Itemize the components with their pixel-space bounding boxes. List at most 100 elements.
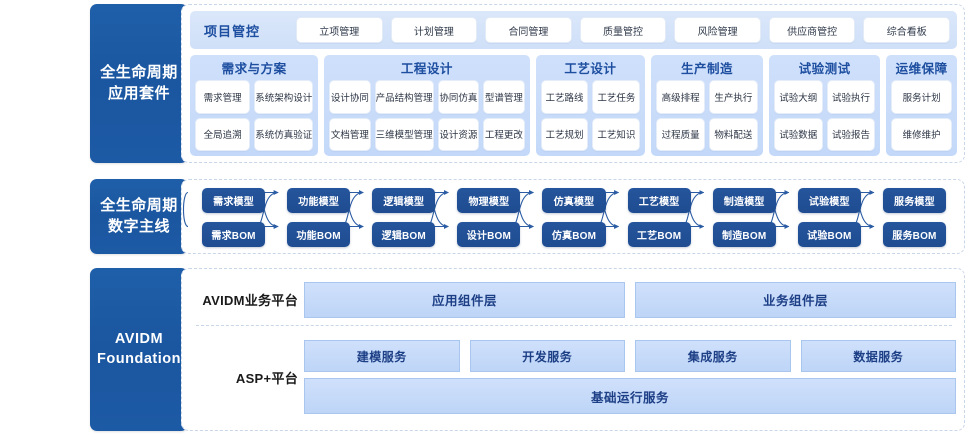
discipline-item[interactable]: 工艺任务 — [592, 80, 641, 114]
component-layer-box[interactable]: 应用组件层 — [304, 281, 625, 318]
thread-model-box[interactable]: 需求模型 — [202, 188, 266, 213]
discipline-item[interactable]: 试验执行 — [826, 80, 876, 114]
thread-bom-box[interactable]: 制造BOM — [712, 222, 776, 247]
discipline-item[interactable]: 服务计划 — [891, 80, 952, 114]
thread-bom-box[interactable]: 服务BOM — [882, 222, 946, 247]
asp-service-box[interactable]: 建模服务 — [304, 340, 460, 372]
asp-service-box[interactable]: 数据服务 — [800, 340, 956, 372]
asp-service-box[interactable]: 集成服务 — [635, 340, 791, 372]
discipline-item[interactable]: 工艺知识 — [592, 117, 641, 151]
digital-thread-column: 物理模型设计BOM — [446, 188, 531, 247]
discipline-item[interactable]: 工程更改 — [483, 117, 525, 151]
asp-service-box[interactable]: 开发服务 — [469, 340, 625, 372]
discipline-group: 运维保障服务计划维修维护 — [886, 55, 957, 156]
side-label-avidm-foundation: AVIDM Foundation — [90, 268, 188, 431]
thread-model-box[interactable]: 逻辑模型 — [372, 188, 436, 213]
project-control-chip[interactable]: 质量管控 — [579, 17, 667, 43]
discipline-group: 试验测试试验大纲试验执行试验数据试验报告 — [768, 55, 881, 156]
discipline-item[interactable]: 维修维护 — [891, 117, 952, 151]
side-label-digital-thread-line1: 全生命周期 — [100, 197, 178, 215]
side-label-foundation-line2: Foundation — [97, 350, 181, 367]
discipline-item[interactable]: 工艺路线 — [540, 80, 589, 114]
digital-thread-column: 仿真模型仿真BOM — [531, 188, 616, 247]
business-platform-layer-list: 应用组件层业务组件层 — [304, 281, 956, 318]
discipline-group-row: 工艺规划工艺知识 — [540, 117, 641, 151]
project-control-title: 项目管控 — [204, 23, 261, 39]
thread-model-box[interactable]: 仿真模型 — [542, 188, 606, 213]
discipline-group-row: 试验大纲试验执行 — [773, 80, 876, 114]
thread-bom-box[interactable]: 逻辑BOM — [372, 222, 436, 247]
discipline-group: 需求与方案需求管理系统架构设计全局追溯系统仿真验证 — [190, 55, 319, 156]
project-control-chip[interactable]: 风险管理 — [674, 17, 761, 43]
discipline-item[interactable]: 产品结构管理 — [374, 80, 434, 114]
discipline-group-row: 试验数据试验报告 — [773, 117, 876, 151]
discipline-item[interactable]: 系统架构设计 — [254, 80, 314, 114]
side-label-app-suite-line1: 全生命周期 — [100, 64, 178, 82]
thread-bom-box[interactable]: 设计BOM — [457, 222, 521, 247]
thread-model-box[interactable]: 制造模型 — [712, 188, 776, 213]
discipline-item[interactable]: 试验报告 — [826, 117, 876, 151]
thread-model-box[interactable]: 试验模型 — [797, 188, 861, 213]
discipline-group-items: 工艺路线工艺任务工艺规划工艺知识 — [540, 80, 641, 151]
component-layer-box[interactable]: 业务组件层 — [635, 281, 956, 318]
discipline-group-row: 全局追溯系统仿真验证 — [195, 117, 314, 151]
asp-service-list: 建模服务开发服务集成服务数据服务 — [304, 340, 956, 372]
thread-connector — [182, 191, 189, 228]
discipline-group-items: 试验大纲试验执行试验数据试验报告 — [773, 80, 876, 151]
digital-thread-column: 功能模型功能BOM — [276, 188, 361, 247]
discipline-item[interactable]: 试验大纲 — [773, 80, 823, 114]
discipline-item[interactable]: 系统仿真验证 — [254, 117, 314, 151]
digital-thread-column: 试验模型试验BOM — [787, 188, 872, 247]
discipline-item[interactable]: 设计协同 — [329, 80, 371, 114]
thread-model-box[interactable]: 功能模型 — [287, 188, 351, 213]
project-control-chip[interactable]: 合同管理 — [485, 17, 572, 43]
project-control-row: 项目管控 立项管理计划管理合同管理质量管控风险管理供应商管控综合看板 — [190, 11, 957, 49]
project-control-chip[interactable]: 立项管理 — [296, 17, 383, 43]
discipline-group-row: 文档管理三维模型管理设计资源工程更改 — [329, 117, 525, 151]
thread-bom-box[interactable]: 工艺BOM — [627, 222, 691, 247]
digital-thread-column: 逻辑模型逻辑BOM — [361, 188, 446, 247]
discipline-item[interactable]: 型谱管理 — [483, 80, 525, 114]
thread-model-box[interactable]: 服务模型 — [882, 188, 946, 213]
discipline-item[interactable]: 生产执行 — [709, 80, 758, 114]
discipline-group-row: 工艺路线工艺任务 — [540, 80, 641, 114]
side-label-foundation-line1: AVIDM — [114, 330, 164, 347]
discipline-item[interactable]: 全局追溯 — [195, 117, 251, 151]
discipline-item[interactable]: 协同仿真 — [437, 80, 480, 114]
band-application-suite: 项目管控 立项管理计划管理合同管理质量管控风险管理供应商管控综合看板 需求与方案… — [181, 4, 965, 163]
discipline-item[interactable]: 文档管理 — [329, 117, 371, 151]
discipline-group-row: 维修维护 — [891, 117, 952, 151]
thread-model-box[interactable]: 物理模型 — [457, 188, 521, 213]
discipline-item[interactable]: 需求管理 — [195, 80, 251, 114]
discipline-group-row: 服务计划 — [891, 80, 952, 114]
discipline-item[interactable]: 过程质量 — [656, 117, 706, 151]
thread-bom-box[interactable]: 功能BOM — [287, 222, 351, 247]
thread-model-box[interactable]: 工艺模型 — [627, 188, 691, 213]
discipline-group-title: 需求与方案 — [221, 62, 287, 76]
discipline-item[interactable]: 试验数据 — [773, 117, 823, 151]
project-control-chip[interactable]: 综合看板 — [863, 17, 951, 43]
discipline-item[interactable]: 物料配送 — [709, 117, 758, 151]
asp-platform-label: ASP+平台 — [235, 370, 298, 386]
discipline-item[interactable]: 高级排程 — [656, 80, 706, 114]
discipline-item[interactable]: 三维模型管理 — [374, 117, 434, 151]
asp-platform-row: ASP+平台 建模服务开发服务集成服务数据服务 基础运行服务 — [192, 331, 956, 423]
discipline-group-title: 工艺设计 — [564, 62, 617, 76]
discipline-group-items: 服务计划维修维护 — [891, 80, 952, 151]
project-control-chip[interactable]: 供应商管控 — [768, 17, 856, 43]
discipline-group-title: 运维保障 — [895, 62, 948, 76]
digital-thread-column: 需求模型需求BOM — [191, 188, 276, 247]
discipline-group: 生产制造高级排程生产执行过程质量物料配送 — [651, 55, 763, 156]
project-control-chip[interactable]: 计划管理 — [390, 17, 478, 43]
thread-bom-box[interactable]: 试验BOM — [797, 222, 861, 247]
thread-bom-box[interactable]: 仿真BOM — [542, 222, 606, 247]
thread-bom-box[interactable]: 需求BOM — [202, 222, 266, 247]
discipline-group: 工艺设计工艺路线工艺任务工艺规划工艺知识 — [535, 55, 646, 156]
discipline-group-items: 高级排程生产执行过程质量物料配送 — [656, 80, 758, 151]
business-platform-label: AVIDM业务平台 — [202, 293, 298, 308]
discipline-item[interactable]: 工艺规划 — [540, 117, 589, 151]
discipline-item[interactable]: 设计资源 — [437, 117, 480, 151]
